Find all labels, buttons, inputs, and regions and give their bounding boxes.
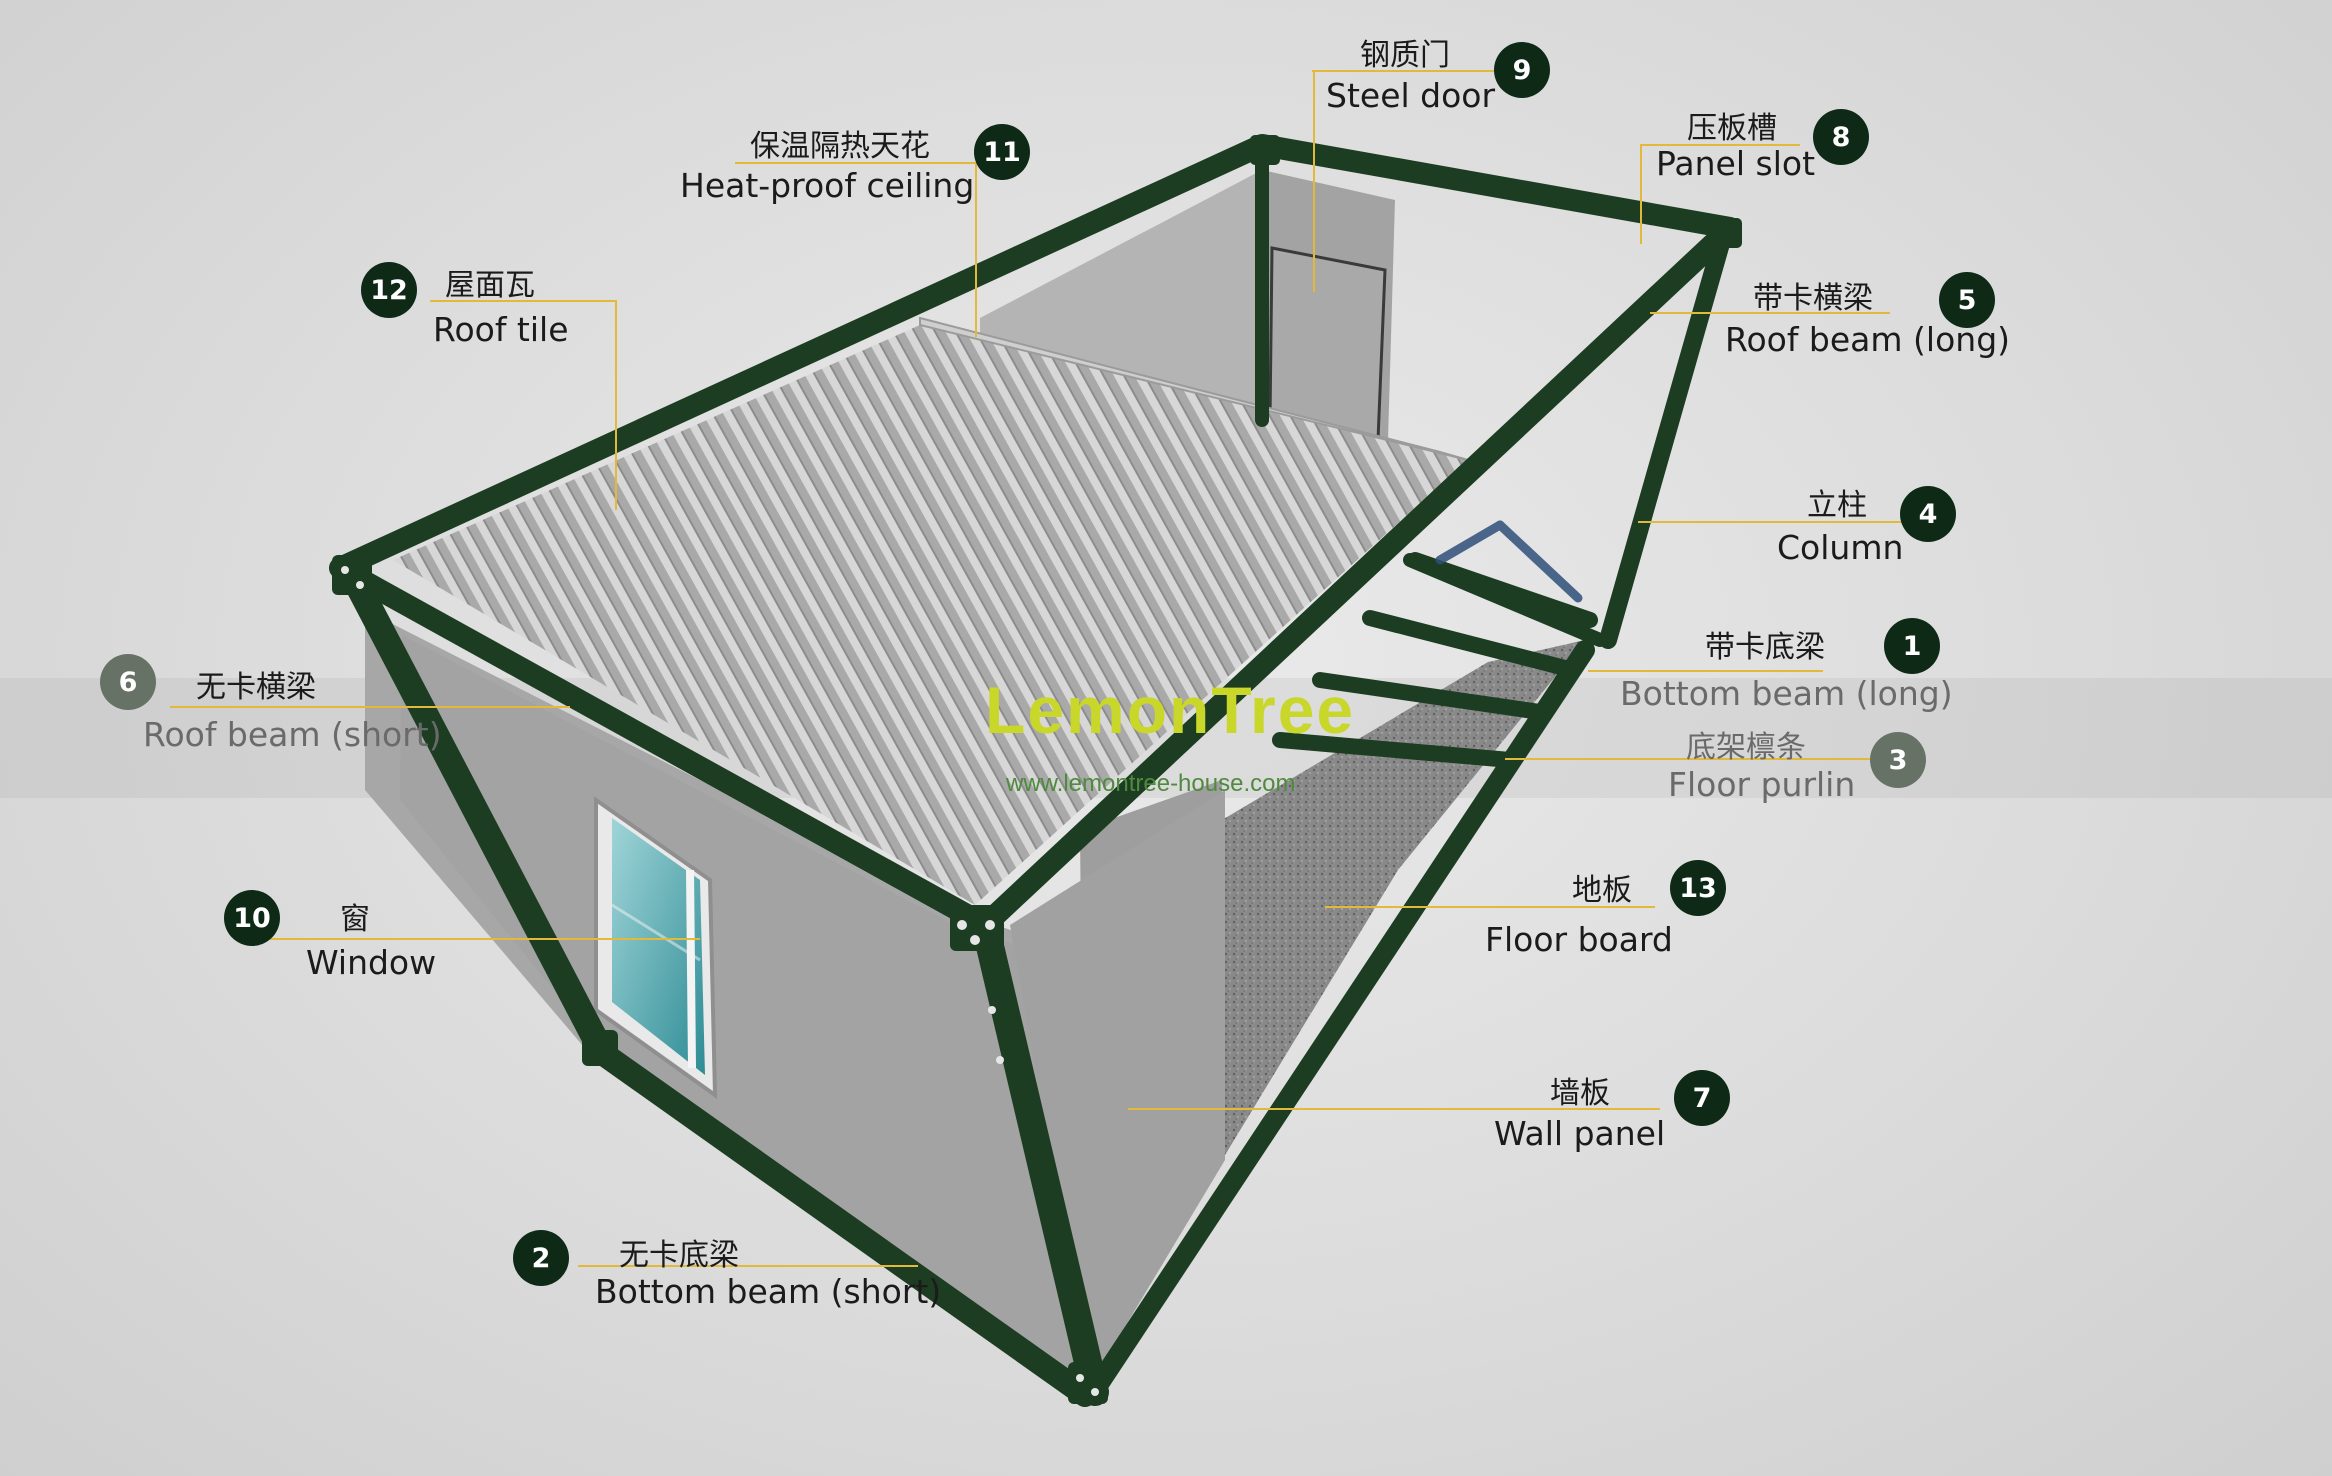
callout-en-4: Column [1777, 528, 1904, 567]
callout-zh-3: 底架檩条 [1686, 730, 1806, 765]
callout-en-3: Floor purlin [1668, 765, 1856, 804]
roof-tile [393, 325, 1468, 905]
leader-12-drop [615, 300, 617, 510]
leader-12 [430, 300, 615, 302]
leader-11-drop [975, 162, 977, 337]
leader-8-drop [1640, 144, 1642, 244]
callout-badge-1: 1 [1884, 618, 1940, 674]
callout-en-6: Roof beam (short) [143, 715, 442, 754]
callout-zh-5: 带卡横梁 [1753, 281, 1873, 316]
leader-7 [1128, 1108, 1660, 1110]
shadow-braces [1435, 520, 1583, 603]
leader-8 [1640, 144, 1800, 146]
callout-zh-1: 带卡底梁 [1705, 630, 1825, 665]
callout-zh-9: 钢质门 [1360, 38, 1450, 73]
callout-en-9: Steel door [1326, 76, 1496, 115]
callout-badge-6: 6 [100, 654, 156, 710]
leader-11 [735, 162, 975, 164]
leader-3 [1505, 758, 1875, 760]
leader-9 [1312, 70, 1502, 72]
leader-13 [1325, 906, 1655, 908]
callout-badge-4: 4 [1900, 486, 1956, 542]
callout-badge-7: 7 [1674, 1070, 1730, 1126]
leader-1 [1588, 670, 1823, 672]
callout-en-1: Bottom beam (long) [1620, 674, 1953, 713]
leader-9-drop [1313, 70, 1315, 292]
callout-badge-9: 9 [1494, 42, 1550, 98]
callout-zh-10: 窗 [340, 902, 370, 937]
leader-4 [1638, 521, 1903, 523]
callout-zh-2: 无卡底梁 [619, 1238, 739, 1273]
callout-zh-7: 墙板 [1550, 1076, 1610, 1111]
callout-badge-10: 10 [224, 890, 280, 946]
leader-10 [270, 938, 700, 940]
callout-badge-2: 2 [513, 1230, 569, 1286]
floor-board [1222, 640, 1585, 1160]
callout-zh-4: 立柱 [1807, 488, 1867, 523]
callout-en-7: Wall panel [1494, 1114, 1666, 1153]
callout-zh-11: 保温隔热天花 [750, 129, 930, 164]
callout-badge-3: 3 [1870, 732, 1926, 788]
callout-en-5: Roof beam (long) [1725, 320, 2011, 359]
callout-zh-12: 屋面瓦 [445, 268, 535, 303]
callout-zh-6: 无卡横梁 [196, 670, 316, 705]
callout-en-12: Roof tile [433, 310, 569, 349]
callout-badge-12: 12 [361, 262, 417, 318]
left-wall-face [400, 635, 1085, 1385]
leader-5 [1650, 312, 1890, 314]
window [594, 796, 718, 1099]
callout-badge-13: 13 [1670, 860, 1726, 916]
callout-badge-8: 8 [1813, 109, 1869, 165]
callout-zh-8: 压板槽 [1687, 111, 1777, 146]
bolt-holes [341, 566, 1099, 1396]
callout-en-13: Floor board [1485, 920, 1673, 959]
callout-zh-13: 地板 [1572, 873, 1632, 908]
callout-en-8: Panel slot [1656, 144, 1816, 183]
callout-badge-11: 11 [974, 124, 1030, 180]
steel-door [1268, 246, 1387, 442]
callout-en-11: Heat-proof ceiling [680, 166, 975, 205]
short-wall [1010, 790, 1225, 1385]
callout-en-2: Bottom beam (short) [595, 1272, 942, 1311]
leader-2 [578, 1265, 918, 1267]
leader-6 [170, 706, 570, 708]
brand-logo: LemonTree [985, 673, 1356, 747]
callout-badge-5: 5 [1939, 272, 1995, 328]
callout-en-10: Window [306, 943, 437, 982]
brand-url: www.lemontree-house.com [1006, 770, 1296, 797]
